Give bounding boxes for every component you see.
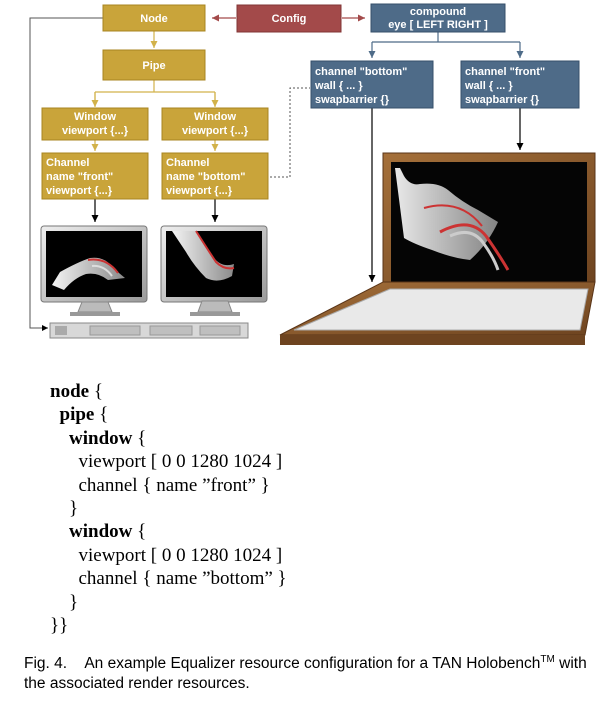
monitor-bottom	[160, 225, 268, 316]
code-text: }}	[50, 614, 69, 636]
caption-text: An example Equalizer resource configurat…	[84, 655, 541, 673]
code-text: }	[69, 591, 79, 613]
svg-text:viewport {...}: viewport {...}	[166, 185, 233, 197]
svg-text:eye [ LEFT RIGHT ]: eye [ LEFT RIGHT ]	[388, 19, 488, 31]
code-line: viewport [ 0 0 1280 1024 ]	[50, 544, 570, 567]
pipe-box: Pipe	[102, 49, 206, 81]
code-line: }}	[50, 614, 570, 637]
code-text: viewport [ 0 0 1280 1024 ]	[78, 544, 283, 566]
svg-text:Pipe: Pipe	[142, 60, 165, 72]
code-text: viewport [ 0 0 1280 1024 ]	[78, 451, 283, 473]
code-line: window {	[50, 427, 570, 450]
code-keyword: node	[50, 381, 90, 402]
svg-text:Window: Window	[74, 111, 116, 123]
monitor-front	[40, 225, 148, 316]
channel-bottom-box: Channel name "bottom" viewport {...}	[161, 152, 269, 200]
code-keyword: window	[69, 521, 133, 543]
code-text: channel { name ”bottom” }	[78, 568, 287, 590]
code-line: channel { name ”front” }	[50, 474, 570, 497]
code-line: node {	[50, 380, 570, 403]
svg-text:Channel: Channel	[46, 157, 89, 169]
pipe-window-connector	[94, 80, 216, 106]
svg-text:Config: Config	[272, 13, 307, 25]
rack-server	[49, 322, 249, 339]
svg-text:wall { ... }: wall { ... }	[314, 80, 363, 92]
window-right-box: Window viewport {...}	[161, 107, 269, 141]
caption-text-end: with the associated render resources.	[24, 655, 587, 693]
channel-front-box: Channel name "front" viewport {...}	[41, 152, 149, 200]
node-machine-connector	[29, 17, 103, 331]
code-line: }	[50, 591, 570, 614]
code-line: pipe {	[50, 403, 570, 426]
svg-text:name "front": name "front"	[46, 171, 113, 183]
compound-front-box: channel "front" wall { ... } swapbarrier…	[460, 60, 580, 109]
svg-text:channel "front": channel "front"	[465, 66, 545, 78]
config-box: Config	[236, 4, 342, 33]
node-box: Node	[102, 4, 206, 32]
code-text: }	[69, 497, 79, 519]
channel-bottom-link	[270, 87, 310, 178]
svg-text:swapbarrier {}: swapbarrier {}	[315, 94, 390, 106]
code-text: channel { name ”front” }	[78, 474, 270, 496]
code-text: {	[132, 521, 147, 543]
compound-bottom-box: channel "bottom" wall { ... } swapbarrie…	[310, 60, 434, 109]
caption-label: Fig. 4.	[24, 655, 68, 673]
figure-caption: Fig. 4. An example Equalizer resource co…	[24, 650, 599, 694]
svg-text:viewport {...}: viewport {...}	[46, 185, 113, 197]
holobench	[279, 152, 596, 345]
code-text: {	[94, 404, 109, 426]
svg-text:Window: Window	[194, 111, 236, 123]
code-line: channel { name ”bottom” }	[50, 567, 570, 590]
trademark-mark: TM	[540, 654, 555, 665]
svg-text:Node: Node	[140, 13, 168, 25]
svg-text:swapbarrier {}: swapbarrier {}	[465, 94, 540, 106]
compound-split-connector	[372, 31, 520, 43]
svg-text:viewport {...}: viewport {...}	[62, 125, 129, 137]
code-keyword: pipe	[59, 404, 95, 426]
svg-text:wall { ... }: wall { ... }	[464, 80, 513, 92]
svg-text:channel "bottom": channel "bottom"	[315, 66, 407, 78]
svg-text:name "bottom": name "bottom"	[166, 171, 246, 183]
code-line: window {	[50, 520, 570, 543]
code-keyword: window	[69, 427, 133, 449]
svg-text:viewport {...}: viewport {...}	[182, 125, 249, 137]
resource-diagram: Node Config compound eye [ LEFT RIGHT ] …	[29, 3, 596, 345]
config-code-listing: node { pipe { window { viewport [ 0 0 12…	[50, 380, 570, 637]
code-text: {	[89, 381, 103, 402]
code-line: }	[50, 497, 570, 520]
svg-text:compound: compound	[410, 6, 466, 18]
window-left-box: Window viewport {...}	[41, 107, 149, 141]
code-text: {	[132, 427, 147, 449]
code-line: viewport [ 0 0 1280 1024 ]	[50, 450, 570, 473]
svg-text:Channel: Channel	[166, 157, 209, 169]
compound-box: compound eye [ LEFT RIGHT ]	[370, 3, 506, 33]
